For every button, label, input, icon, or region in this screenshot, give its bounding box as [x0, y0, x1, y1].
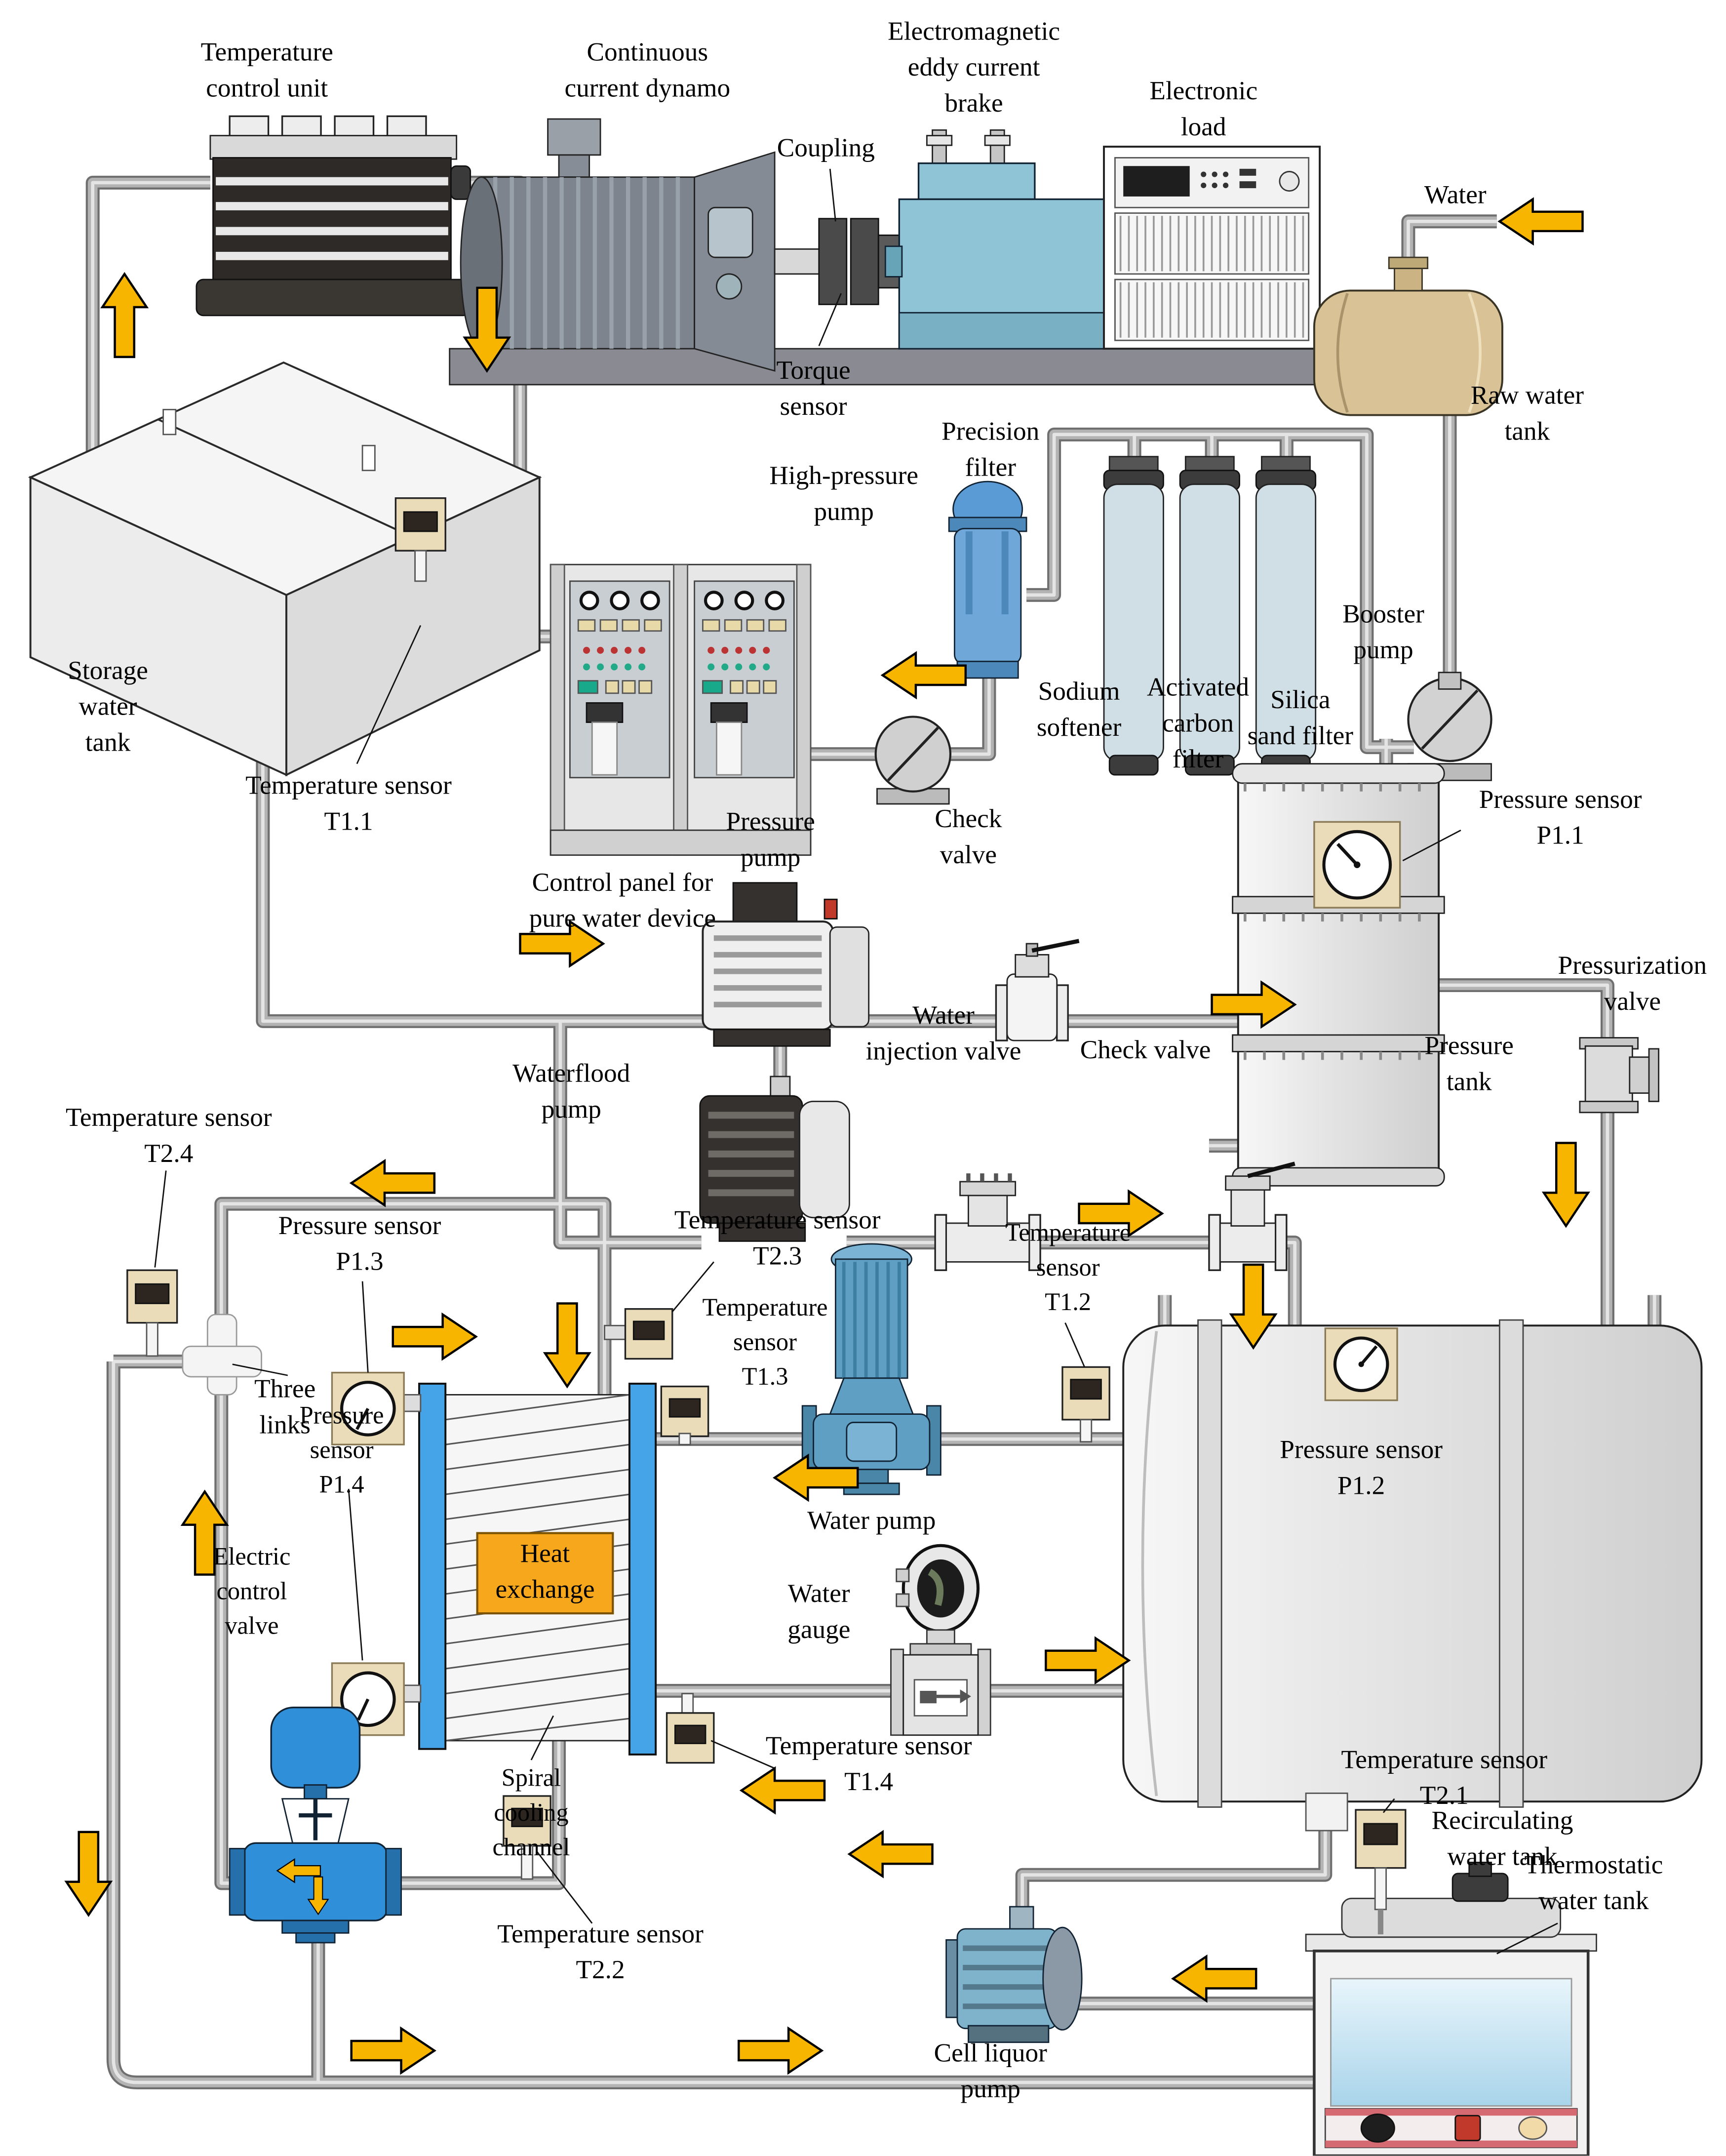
pressure-sensor-p1-2: [1324, 1327, 1398, 1401]
electric-control-valve: [229, 1706, 402, 1944]
temperature-sensor-t1-1: [394, 497, 446, 582]
temperature-sensor-t1-4: [666, 1693, 715, 1764]
temperature-sensor-t1-3: [660, 1385, 709, 1445]
thermostatic-water-tank: [1305, 1862, 1597, 2156]
heat-exchange-box: [476, 1532, 614, 1615]
activated-carbon-filter: [1179, 456, 1240, 776]
spiral-cooling-channel: [418, 1383, 657, 1756]
temperature-sensor-t2-2: [503, 1795, 551, 1880]
dynamo-platform: [449, 348, 1329, 386]
temperature-sensor-t2-1: [1355, 1809, 1407, 1935]
temperature-sensor-t2-4: [126, 1269, 178, 1357]
water-pump: [801, 1243, 941, 1495]
pressure-tank: [1232, 763, 1445, 1187]
temperature-sensor-t1-2: [1061, 1366, 1110, 1443]
pressure-sensor-p1-1: [1313, 821, 1401, 909]
continuous-current-dynamo: [460, 118, 776, 372]
water-injection-valve: [934, 1173, 1041, 1271]
silica-sand-filter: [1255, 456, 1317, 776]
cell-liquor-pump: [945, 1906, 1083, 2043]
pressure-sensor-p1-3: [331, 1371, 422, 1445]
electromagnetic-eddy-current-brake: [884, 129, 1108, 350]
storage-water-tank: [28, 361, 542, 777]
leader-lines: [154, 168, 1558, 1955]
precision-filter: [948, 480, 1027, 679]
pressure-pump: [702, 882, 870, 1047]
three-links-fitting: [182, 1314, 262, 1396]
raw-water-tank: [1313, 256, 1503, 416]
sodium-softener-filter: [1103, 456, 1164, 776]
recirculating-water-tank: [1122, 1319, 1703, 1832]
high-pressure-pump: [874, 716, 952, 805]
check-valve-1: [995, 939, 1080, 1041]
water-gauge: [890, 1544, 991, 1736]
temperature-control-unit: [196, 115, 471, 317]
pressurization-valve: [1579, 1037, 1659, 1114]
electronic-load: [1103, 146, 1321, 350]
check-valve-2: [1208, 1161, 1295, 1271]
pure-water-control-panel: [549, 563, 812, 856]
temperature-sensor-t2-3: [604, 1308, 673, 1360]
waterflood-pump: [699, 1076, 850, 1242]
